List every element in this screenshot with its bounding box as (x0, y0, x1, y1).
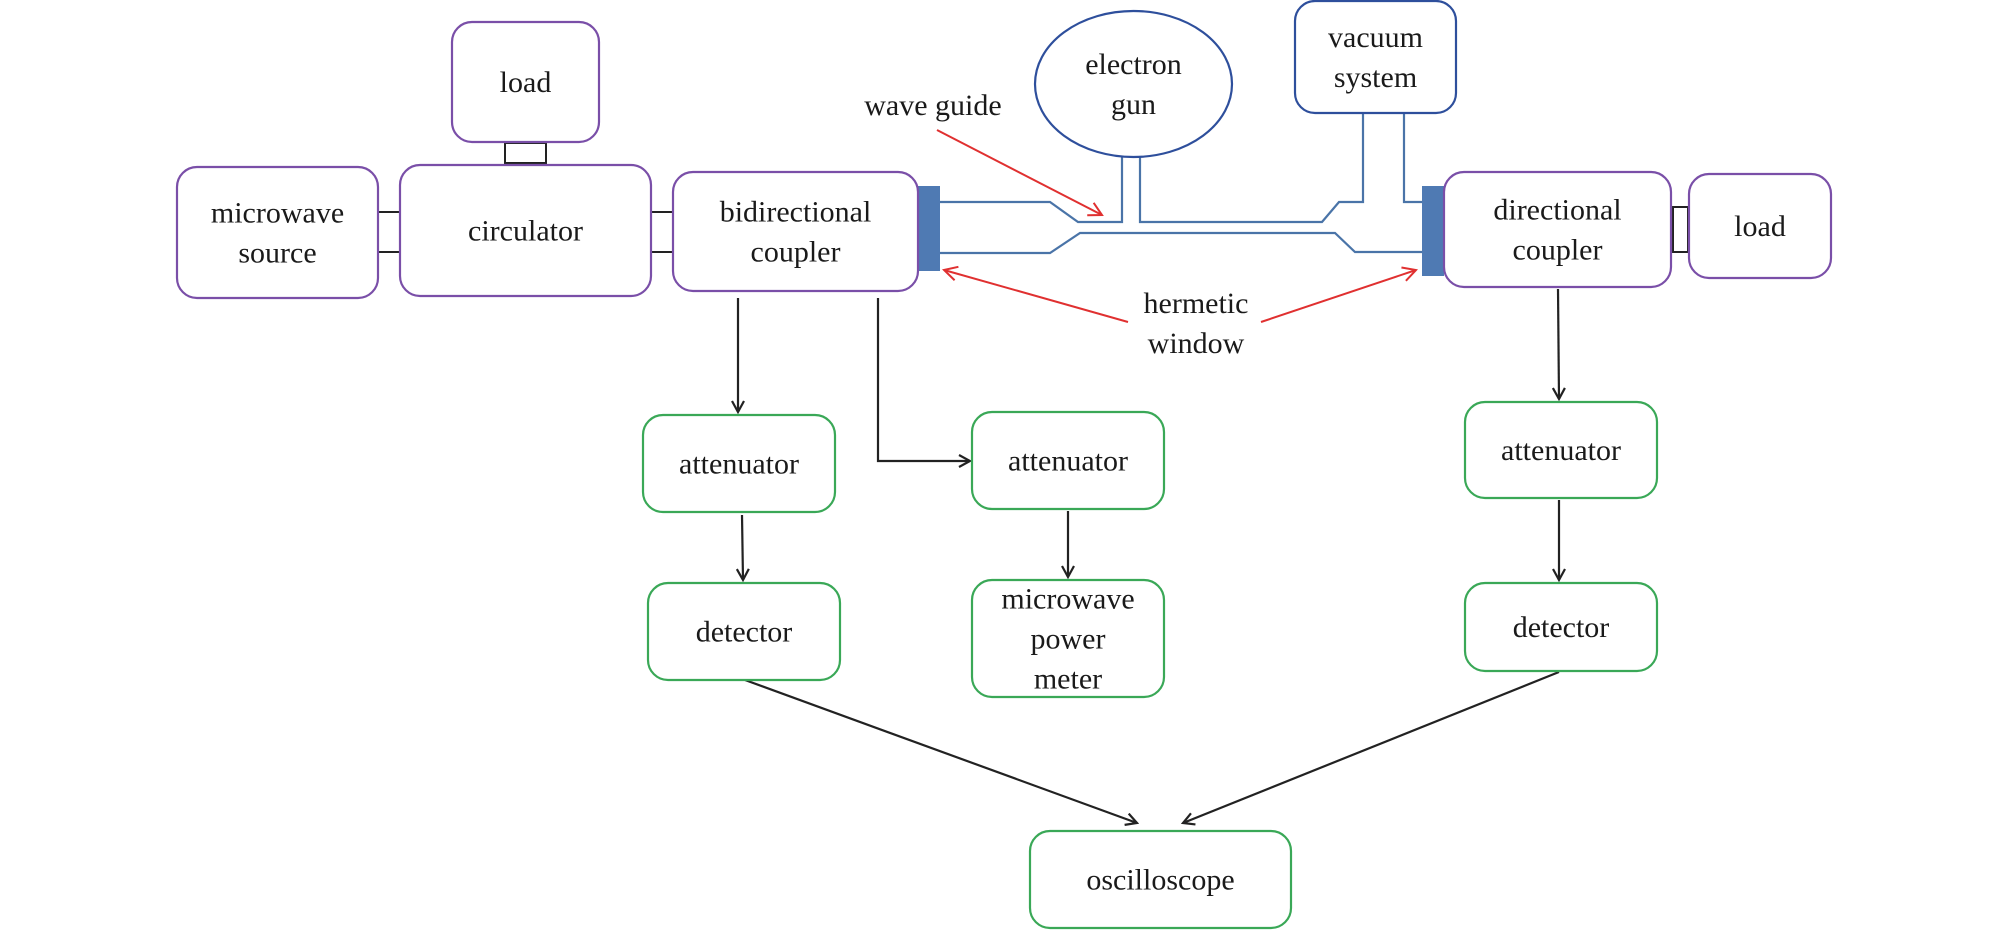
annotation-hermetic-window-label: hermetic (1144, 287, 1249, 320)
connector-source-circulator (377, 211, 401, 253)
node-label: load (500, 66, 552, 99)
connector-load-circulator (504, 142, 547, 164)
connector-dircoupler-load (1672, 206, 1689, 253)
hermetic-window-right (1422, 186, 1444, 276)
node-label: power (1031, 623, 1106, 656)
arrow-hermetic-window-right (1260, 270, 1416, 323)
node-border (641, 413, 837, 514)
node-label: bidirectional (720, 196, 872, 229)
node-power-meter: microwave power meter (970, 578, 1166, 699)
node-label: microwave (211, 197, 344, 230)
node-label: directional (1493, 194, 1621, 227)
signal-arrows (738, 288, 1560, 823)
node-border (1293, 0, 1458, 115)
node-vacuum-system: vacuum system (1293, 0, 1458, 115)
node-detector-1: detector (646, 581, 842, 682)
node-label: coupler (751, 236, 841, 269)
node-detector-2: detector (1463, 581, 1659, 673)
node-label: source (238, 237, 316, 270)
node-label: vacuum (1328, 21, 1423, 54)
annotation-wave-guide-label: wave guide (864, 89, 1001, 122)
node-border (175, 165, 380, 300)
node-label: attenuator (679, 448, 799, 481)
waveguide-bottom-wall (935, 231, 1425, 255)
node-label: detector (1513, 611, 1610, 644)
node-label: electron (1085, 48, 1182, 81)
node-border (671, 170, 920, 293)
arrow-coupler-to-attenuator-2 (876, 298, 970, 461)
node-attenuator-3: attenuator (1463, 400, 1659, 500)
node-border (398, 163, 653, 298)
node-microwave-source: microwave source (175, 165, 380, 300)
node-border (1463, 581, 1659, 673)
arrow-attenuator-1-to-detector-1 (742, 514, 743, 580)
hermetic-window-left (918, 186, 940, 271)
annotation-hermetic-window-label: window (1148, 327, 1245, 360)
node-attenuator-1: attenuator (641, 413, 837, 514)
node-label: coupler (1513, 234, 1603, 267)
waveguide (935, 113, 1425, 255)
arrow-detector-2-to-oscilloscope (1183, 670, 1560, 823)
node-attenuator-2: attenuator (970, 410, 1166, 511)
node-border (1033, 9, 1234, 159)
node-border (646, 581, 842, 682)
waveguide-vacuum-stub (1402, 113, 1425, 204)
node-border (1687, 172, 1833, 280)
node-label: oscilloscope (1086, 864, 1234, 897)
node-label: meter (1034, 663, 1102, 696)
node-label: detector (696, 616, 793, 649)
annotations: wave guide hermetic window (864, 89, 1248, 360)
node-label: system (1334, 61, 1417, 94)
arrow-wave-guide-label (936, 129, 1102, 215)
waveguide-gun-stub (1138, 113, 1365, 224)
waveguide-top-wall (935, 157, 1124, 224)
node-label: circulator (468, 215, 583, 248)
annotation-arrows (936, 129, 1416, 323)
node-load-right: load (1687, 172, 1833, 280)
node-label: attenuator (1501, 434, 1621, 467)
node-border (1442, 170, 1673, 289)
node-border (970, 578, 1166, 699)
node-bidirectional-coupler: bidirectional coupler (671, 170, 920, 293)
connector-circulator-coupler (650, 211, 674, 253)
node-border (450, 20, 601, 144)
node-border (1463, 400, 1659, 500)
arrow-dircoupler-to-attenuator-3 (1558, 288, 1559, 399)
node-load-top: load (450, 20, 601, 144)
node-circulator: circulator (398, 163, 653, 298)
node-label: load (1734, 210, 1786, 243)
node-oscilloscope: oscilloscope (1028, 829, 1293, 930)
node-border (1028, 829, 1293, 930)
node-directional-coupler: directional coupler (1442, 170, 1673, 289)
node-label: microwave (1001, 583, 1134, 616)
node-label: gun (1111, 88, 1156, 121)
arrow-detector-1-to-oscilloscope (744, 678, 1137, 823)
nodes: microwave source circulator load bidirection… (175, 0, 1833, 930)
node-border (970, 410, 1166, 511)
arrow-hermetic-window-left (944, 270, 1129, 323)
node-label: attenuator (1008, 445, 1128, 478)
node-electron-gun: electron gun (1033, 9, 1234, 159)
